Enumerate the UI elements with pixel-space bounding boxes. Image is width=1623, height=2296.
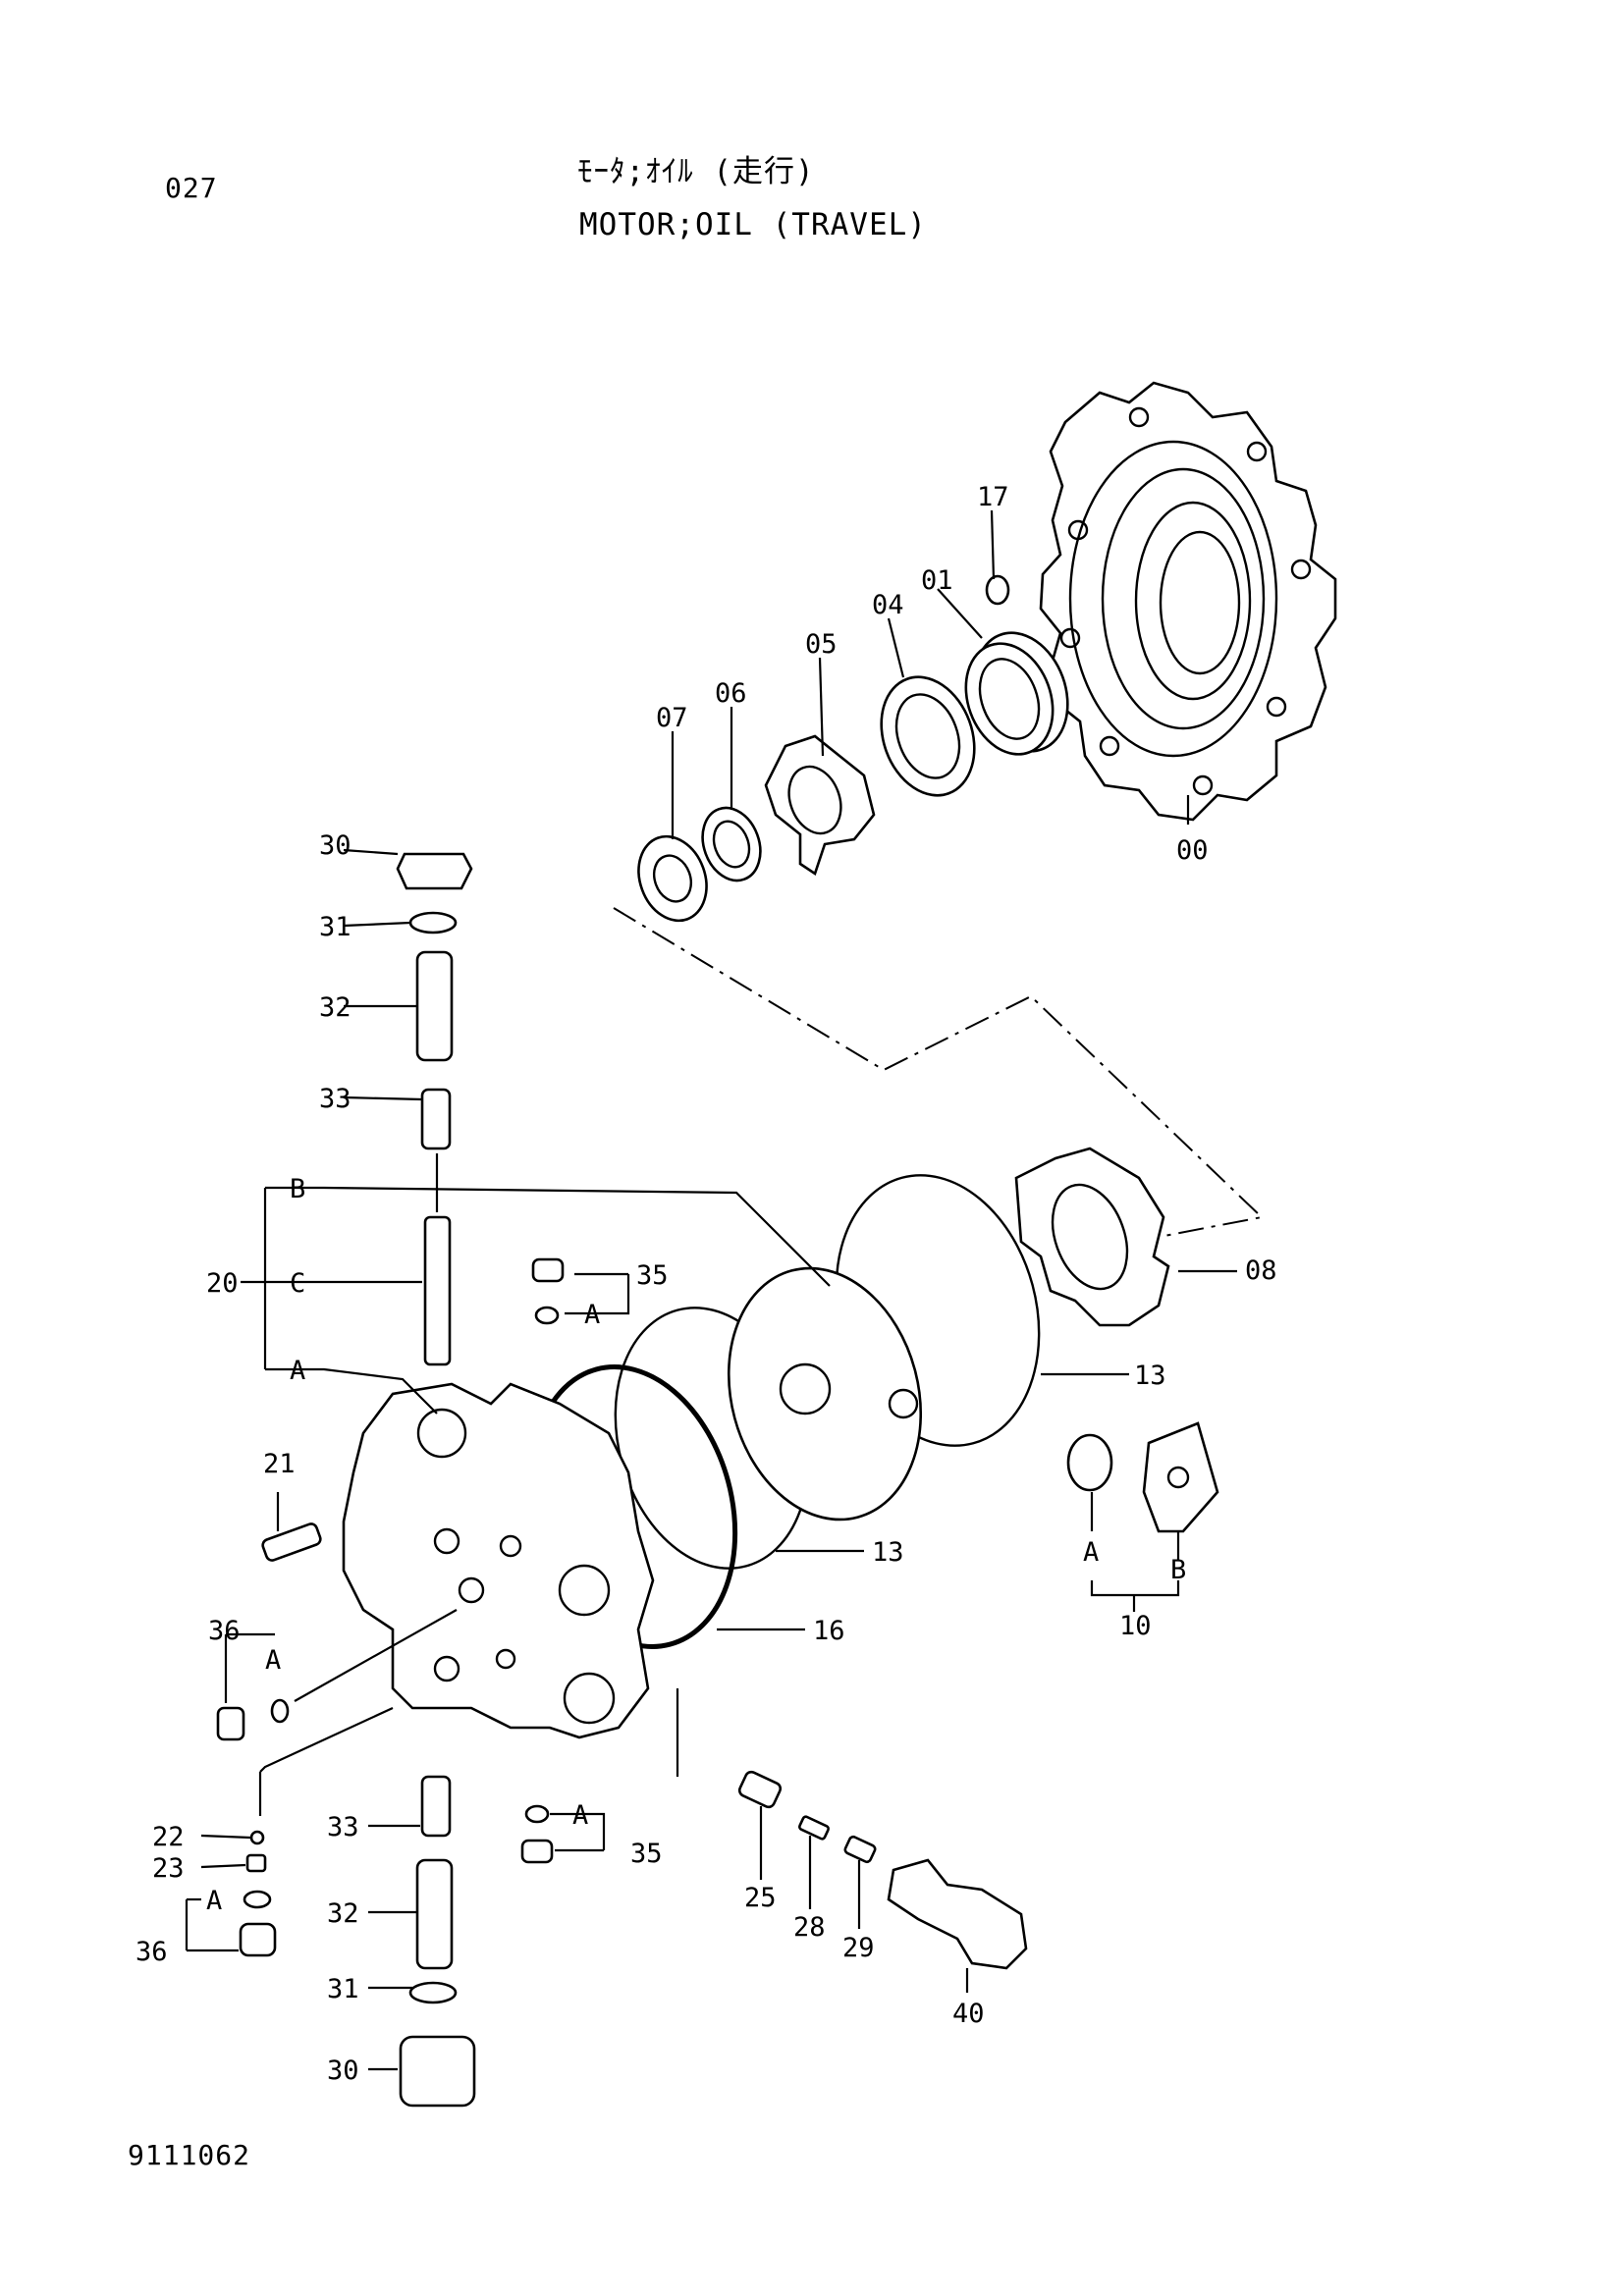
callout-30-upper: 30 — [319, 830, 352, 861]
bearing-part-07 — [637, 834, 708, 923]
callout-36-upper: 36 — [208, 1616, 241, 1646]
title-english: MOTOR;OIL (TRAVEL) — [579, 207, 927, 242]
callout-35-lower-A: A — [572, 1800, 588, 1831]
callout-40: 40 — [952, 1999, 985, 2029]
assembly-centerline — [613, 907, 1265, 1240]
plug-part-23 — [245, 1853, 267, 1873]
callout-32-upper: 32 — [319, 992, 352, 1023]
bearing-part-04 — [880, 675, 976, 797]
callout-10-B: B — [1170, 1555, 1186, 1585]
callout-01: 01 — [921, 565, 953, 596]
callout-36-upper-A: A — [265, 1645, 281, 1676]
plug-part-35-upper — [531, 1257, 565, 1283]
valve-part-10 — [1066, 1421, 1219, 1533]
callout-28: 28 — [793, 1912, 826, 1943]
callout-05: 05 — [805, 629, 838, 660]
callout-25: 25 — [744, 1883, 777, 1913]
title-japanese: ﾓｰﾀ;ｵｲﾙ (走行) — [577, 154, 815, 189]
callout-00: 00 — [1176, 835, 1209, 866]
callout-23: 23 — [152, 1853, 185, 1884]
ring-part-06 — [701, 806, 762, 882]
ball-part-22 — [249, 1830, 265, 1845]
drawing-number: 9111062 — [128, 2139, 251, 2171]
plug-part-36-lower — [239, 1922, 277, 1957]
callout-13-lower: 13 — [872, 1537, 904, 1568]
callout-10: 10 — [1119, 1611, 1152, 1641]
plug-part-35-lower — [520, 1839, 554, 1864]
callout-35-upper: 35 — [636, 1260, 669, 1291]
callout-33-upper: 33 — [319, 1084, 352, 1114]
housing-part-00 — [1039, 381, 1337, 822]
hub-part-05 — [764, 734, 876, 877]
relief-valve-part-40 — [887, 1858, 1028, 1970]
callout-06: 06 — [715, 678, 747, 709]
callout-04: 04 — [872, 590, 904, 620]
callout-20: 20 — [206, 1268, 239, 1299]
bolt-part-21 — [261, 1522, 322, 1562]
o-ring-part-17 — [985, 574, 1010, 606]
callout-36-lower-A: A — [206, 1886, 222, 1916]
callout-16: 16 — [813, 1616, 845, 1646]
callout-13-upper: 13 — [1134, 1361, 1166, 1391]
spool-stack — [396, 852, 476, 2108]
callout-20-A: A — [290, 1356, 305, 1386]
page-code: 027 — [165, 172, 218, 204]
callout-35-lower: 35 — [630, 1839, 663, 1869]
callout-35-upper-A: A — [584, 1300, 600, 1330]
o-ring-part-36-lower — [243, 1890, 272, 1909]
callout-21: 21 — [263, 1449, 296, 1479]
callout-08: 08 — [1245, 1255, 1277, 1286]
valve-body — [342, 1382, 655, 1739]
callout-22: 22 — [152, 1822, 185, 1852]
callout-20-C: C — [290, 1268, 305, 1299]
callout-33-lower: 33 — [327, 1812, 359, 1842]
callout-30-lower: 30 — [327, 2056, 359, 2086]
callout-29: 29 — [842, 1933, 875, 1963]
seal-part-01 — [964, 631, 1069, 756]
cylinder-block — [727, 1266, 923, 1522]
plug-part-25 — [737, 1770, 783, 1809]
callout-labels: 00 01 04 05 06 07 17 08 13 13 16 10 A B … — [135, 482, 1277, 2086]
callout-31-lower: 31 — [327, 1974, 359, 2004]
o-ring-part-36-upper — [270, 1698, 290, 1724]
callout-17: 17 — [977, 482, 1009, 512]
spring-part-28 — [798, 1815, 830, 1841]
o-ring-part-35-upper — [534, 1306, 560, 1325]
callout-31-upper: 31 — [319, 912, 352, 942]
plate-part-08 — [1014, 1147, 1170, 1327]
callout-36-lower: 36 — [135, 1937, 168, 1967]
callout-20-B: B — [290, 1174, 305, 1204]
callout-32-lower: 32 — [327, 1898, 359, 1929]
o-ring-part-35-lower — [524, 1804, 550, 1824]
callout-07: 07 — [656, 703, 688, 733]
plug-part-36-upper — [216, 1706, 245, 1741]
callout-10-A: A — [1083, 1537, 1099, 1568]
leader-lines — [185, 509, 1237, 2071]
poppet-part-29 — [843, 1835, 877, 1864]
